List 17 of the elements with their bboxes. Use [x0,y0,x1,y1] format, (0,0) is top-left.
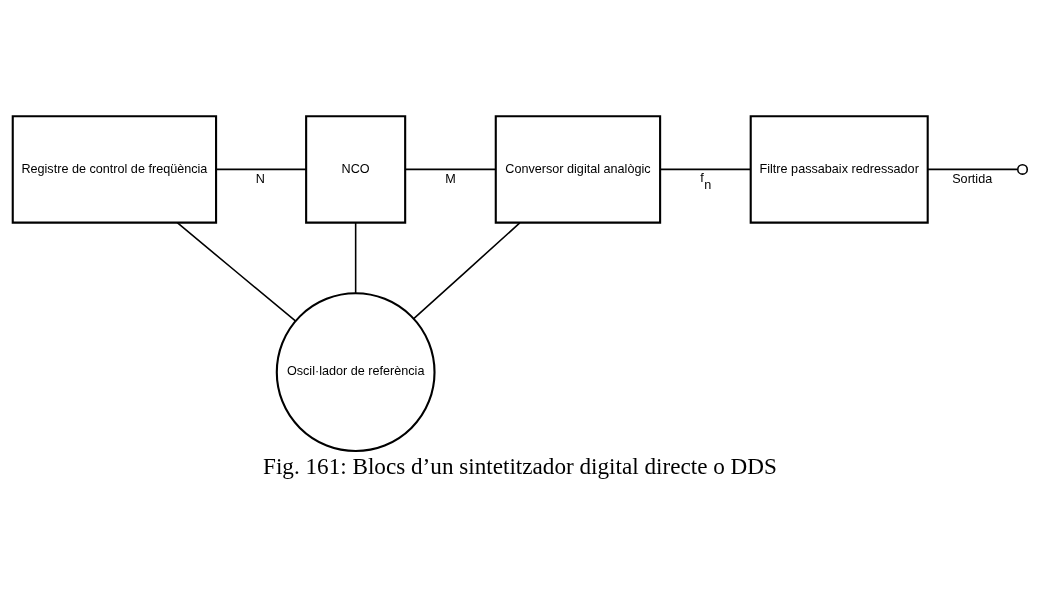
caption: Fig. 161: Blocs d’un sintetitzador digital directe o DDS [263,452,777,479]
connector [927,168,1019,170]
connector [354,221,357,294]
connector [176,221,297,322]
node-box: Filtre passabaix redressador [749,114,929,224]
connector [659,168,752,170]
connector [412,221,521,319]
node-box: Registre de control de freqüència [11,114,218,224]
connector [215,168,307,170]
connector [404,168,497,170]
edge-label: M [445,171,456,186]
node-circle: Oscil·lador de referència [275,291,436,452]
edge-label: N [255,171,265,186]
edge-label: Sortida [952,171,993,186]
node-box: Conversor digital analògic [494,114,662,224]
node-box: NCO [305,114,407,224]
node-circle [1017,163,1029,175]
